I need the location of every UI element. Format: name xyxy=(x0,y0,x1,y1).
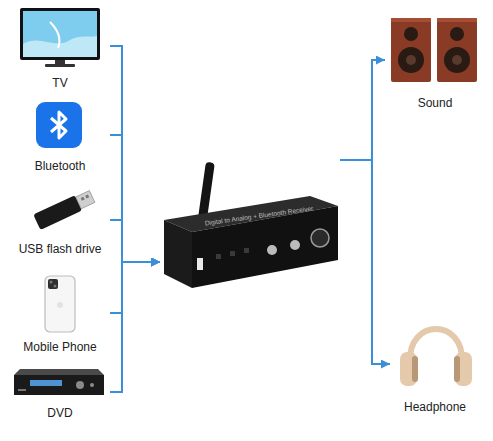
bluetooth-icon xyxy=(36,102,82,148)
flow-connector xyxy=(110,220,160,262)
headphone-node: Headphone xyxy=(390,312,480,416)
headphone-icon xyxy=(400,329,472,386)
phone-icon xyxy=(45,276,75,332)
speaker-icon xyxy=(391,18,477,82)
node-label: Headphone xyxy=(390,400,480,414)
node-label: Sound xyxy=(385,96,485,110)
dvd-icon xyxy=(14,369,104,395)
dvd-node: DVD xyxy=(10,362,110,422)
node-label: Bluetooth xyxy=(10,159,110,173)
flow-connector xyxy=(110,262,160,392)
flow-connector xyxy=(110,135,160,262)
node-label: TV xyxy=(10,76,110,90)
usb-icon xyxy=(33,189,95,230)
phone-node: Mobile Phone xyxy=(10,270,110,356)
flow-connector xyxy=(110,46,160,262)
tv-node: TV xyxy=(10,0,110,92)
bluetooth-node: Bluetooth xyxy=(10,95,110,175)
node-label: DVD xyxy=(10,406,110,420)
receiver-node: Digital to Analog + Bluetooth Receiver xyxy=(160,150,340,300)
node-label: USB flash drive xyxy=(10,242,110,256)
flow-connector xyxy=(110,262,160,313)
device-label: Digital to Analog + Bluetooth Receiver xyxy=(204,204,314,227)
speaker-node: Sound xyxy=(385,8,485,112)
usb-node: USB flash drive xyxy=(10,182,110,258)
dac-device xyxy=(164,162,338,288)
flow-connector xyxy=(340,160,390,364)
tv-icon xyxy=(20,8,100,67)
node-label: Mobile Phone xyxy=(10,340,110,354)
flow-connector xyxy=(340,60,385,160)
